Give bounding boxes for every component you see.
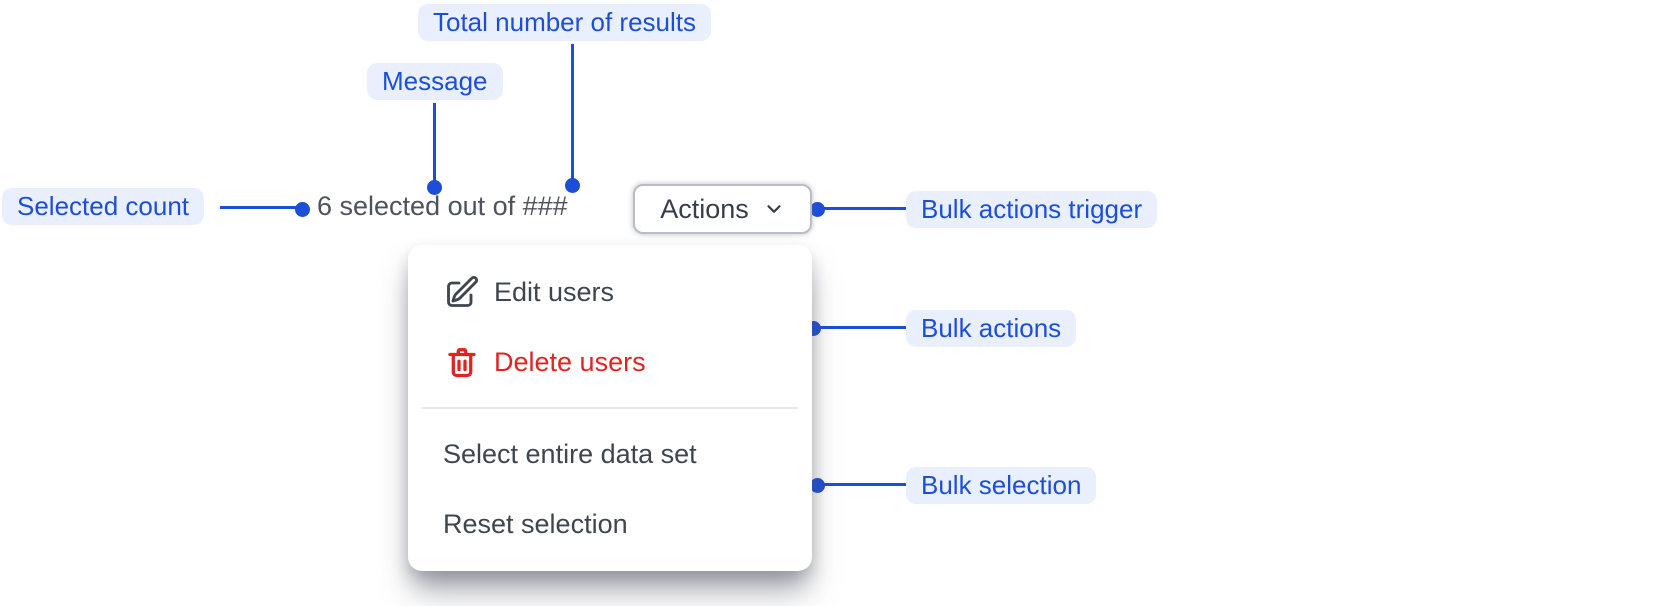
selection-count-message: 6 selected out of ### [317, 191, 568, 221]
trash-icon [444, 344, 480, 380]
bulk-actions-trigger-button[interactable]: Actions [633, 184, 812, 234]
chevron-down-icon [763, 198, 785, 220]
actions-button-label: Actions [660, 193, 749, 224]
connector-line-bulk-actions-trigger [818, 207, 906, 210]
connector-dot-bulk-actions-trigger [810, 202, 825, 217]
bulk-actions-dropdown-menu: Edit users Delete users Select entire da… [408, 245, 812, 571]
annotation-label-bulk-selection: Bulk selection [906, 467, 1097, 504]
annotation-label-bulk-actions-trigger: Bulk actions trigger [906, 191, 1158, 228]
menu-item-reset-selection[interactable]: Reset selection [408, 489, 812, 559]
menu-item-label: Reset selection [443, 508, 628, 539]
menu-item-edit-users[interactable]: Edit users [408, 257, 812, 327]
annotation-label-bulk-actions: Bulk actions [906, 310, 1077, 347]
menu-item-label: Edit users [494, 276, 615, 307]
connector-line-bulk-actions [813, 326, 906, 329]
connector-line-selected-count [220, 206, 302, 209]
menu-item-label: Select entire data set [443, 438, 697, 469]
connector-dot-selected-count [295, 202, 310, 217]
connector-dot-message [427, 180, 442, 195]
connector-dot-total-results [565, 178, 580, 193]
connector-line-bulk-selection [818, 483, 906, 486]
connector-line-total-results [571, 44, 574, 185]
menu-divider [422, 407, 798, 409]
connector-line-message [433, 103, 436, 187]
connector-dot-bulk-selection [810, 478, 825, 493]
annotation-label-selected-count: Selected count [2, 188, 205, 225]
menu-item-label: Delete users [494, 346, 646, 377]
menu-item-delete-users[interactable]: Delete users [408, 327, 812, 397]
edit-icon [444, 274, 480, 310]
annotation-label-message: Message [367, 63, 503, 100]
menu-item-select-entire-data-set[interactable]: Select entire data set [408, 419, 812, 489]
annotation-label-total-results: Total number of results [418, 4, 712, 41]
